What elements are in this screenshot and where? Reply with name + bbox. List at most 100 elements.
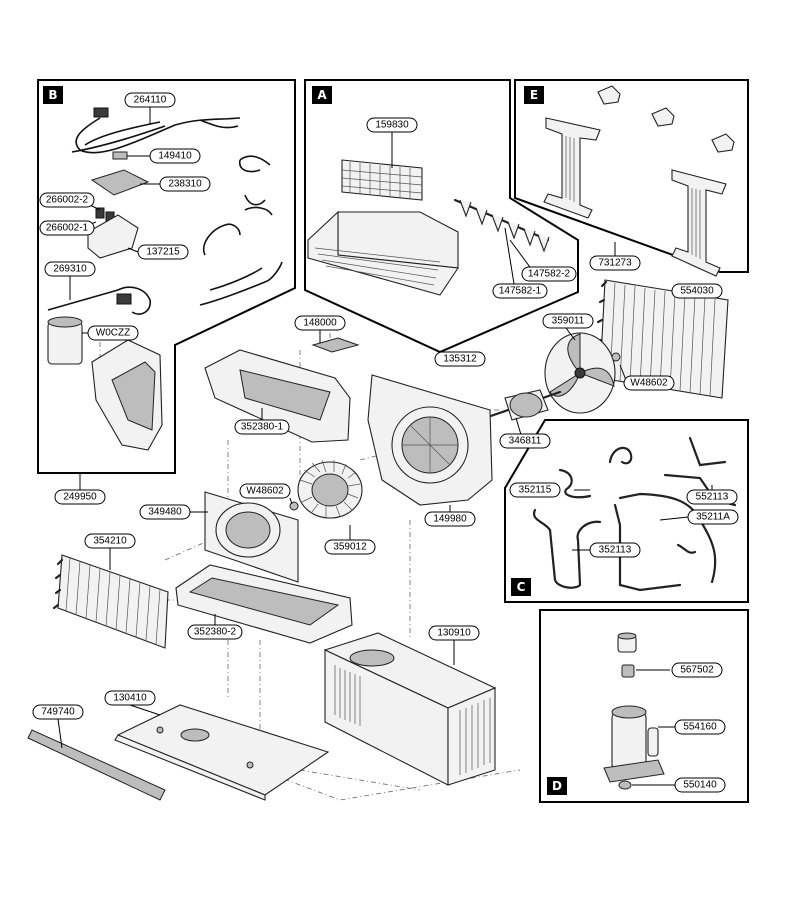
label-554030: 554030 [671, 283, 723, 299]
label-147582-2: 147582-2 [521, 266, 577, 282]
svg-text:352380-1: 352380-1 [241, 422, 284, 433]
label-269310: 269310 [44, 261, 96, 277]
svg-text:269310: 269310 [53, 264, 87, 275]
panel-c-border [504, 419, 749, 603]
side-curtain-left-part [543, 117, 601, 219]
label-264110: 264110 [124, 92, 176, 108]
label-346811: 346811 [499, 433, 551, 449]
svg-text:249950: 249950 [63, 492, 97, 503]
svg-text:W48602: W48602 [630, 378, 668, 389]
base-pan-part [114, 704, 330, 801]
evaporator-coil-part [52, 554, 169, 649]
svg-text:W0CZZ: W0CZZ [96, 328, 130, 339]
louver-part [453, 198, 550, 253]
air-filter-part [341, 159, 423, 201]
panel-e-border [514, 79, 749, 273]
label-352113: 352113 [589, 542, 641, 558]
air-guide-upper-part [204, 349, 351, 443]
label-35211a: 35211A [687, 509, 739, 525]
svg-text:C: C [517, 580, 526, 594]
svg-text:147582-2: 147582-2 [528, 269, 571, 280]
fan-motor-part [483, 389, 562, 421]
svg-text:554160: 554160 [683, 722, 717, 733]
panel-b-border [37, 79, 296, 474]
label-149410: 149410 [149, 148, 201, 164]
svg-text:266002-2: 266002-2 [46, 195, 89, 206]
fuse-part [112, 151, 128, 160]
gasket-part [311, 337, 360, 353]
label-137215: 137215 [137, 244, 189, 260]
label-354210: 354210 [84, 533, 136, 549]
wire-harness-3-part [203, 223, 241, 256]
label-130910: 130910 [428, 625, 480, 641]
label-w0czz: W0CZZ [87, 325, 139, 341]
svg-text:A: A [317, 88, 327, 102]
svg-text:149980: 149980 [433, 514, 467, 525]
control-board-part [90, 169, 150, 196]
label-238310: 238310 [159, 176, 211, 192]
label-567502: 567502 [671, 662, 723, 678]
blower-housing-part [204, 491, 299, 583]
svg-text:346811: 346811 [509, 436, 542, 447]
blower-wheel-part [297, 459, 363, 519]
svg-text:35211A: 35211A [696, 512, 730, 523]
svg-text:552113: 552113 [696, 492, 729, 503]
label-266002-1: 266002-1 [39, 220, 95, 236]
label-352380-2: 352380-2 [187, 624, 243, 640]
condenser-fan-part [544, 332, 616, 414]
label-349480: 349480 [139, 504, 191, 520]
label-749740: 749740 [32, 704, 84, 720]
label-359011: 359011 [542, 313, 594, 329]
orifice-panel-part [367, 374, 493, 506]
svg-text:352380-2: 352380-2 [194, 627, 237, 638]
label-554160: 554160 [674, 719, 726, 735]
svg-text:147582-1: 147582-1 [499, 286, 542, 297]
label-552113: 552113 [686, 489, 738, 505]
svg-text:731273: 731273 [598, 258, 632, 269]
wire-harness-1-part [238, 155, 271, 173]
svg-text:567502: 567502 [680, 665, 714, 676]
svg-text:148000: 148000 [303, 318, 337, 329]
label-352380-1: 352380-1 [234, 419, 290, 435]
panel-tag-c: C [511, 578, 531, 596]
label-w48602-1: W48602 [623, 375, 675, 391]
label-130410: 130410 [104, 690, 156, 706]
svg-text:135312: 135312 [443, 354, 477, 365]
terminal-cover-part [617, 632, 637, 653]
panel-a-border [304, 79, 579, 354]
air-guide-lower-part [175, 564, 353, 644]
label-149980: 149980 [424, 511, 476, 527]
svg-text:B: B [48, 88, 57, 102]
panel-d-border [539, 609, 749, 803]
label-550140: 550140 [674, 777, 726, 793]
svg-text:354210: 354210 [93, 536, 127, 547]
wire-harness-4-part [199, 261, 283, 306]
power-cord-part [71, 107, 241, 154]
label-135312: 135312 [434, 351, 486, 367]
label-w48602-2: W48602 [239, 483, 291, 499]
thermistor-part [47, 286, 152, 315]
panel-tag-a: A [312, 86, 332, 104]
svg-text:554030: 554030 [680, 286, 714, 297]
label-249950: 249950 [54, 489, 106, 505]
label-159830: 159830 [366, 117, 418, 133]
svg-text:W48602: W48602 [246, 486, 284, 497]
panel-tag-d: D [547, 777, 567, 795]
svg-text:349480: 349480 [148, 507, 182, 518]
control-box-part [87, 214, 139, 259]
cabinet-part [323, 632, 497, 786]
panel-tag-b: B [43, 86, 63, 104]
compressor-grommet-part [618, 780, 632, 790]
svg-text:550140: 550140 [683, 780, 717, 791]
wire-harness-2-part [244, 194, 273, 216]
svg-text:130410: 130410 [113, 693, 147, 704]
svg-text:352113: 352113 [599, 545, 632, 556]
svg-text:266002-1: 266002-1 [46, 223, 89, 234]
svg-text:149410: 149410 [158, 151, 192, 162]
label-266002-2: 266002-2 [39, 192, 95, 208]
svg-text:159830: 159830 [375, 120, 409, 131]
bracket-parts [597, 85, 735, 153]
compressor-part [603, 705, 665, 783]
svg-text:E: E [530, 88, 538, 102]
